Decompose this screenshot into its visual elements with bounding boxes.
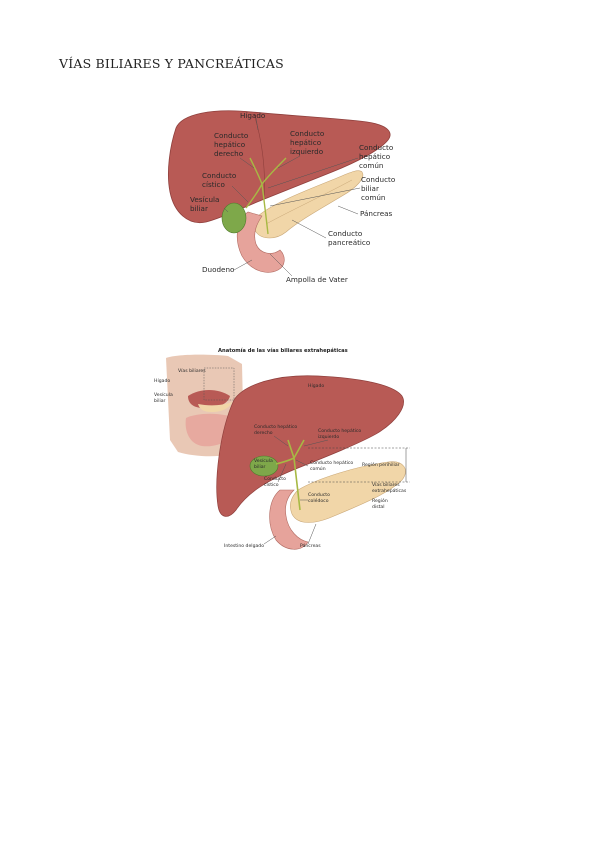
- label-cystic-duct-2: cístico: [264, 481, 279, 488]
- duodenum-shape: [236, 211, 285, 273]
- label-extrahepatic-ducts-2: extrahepáticas: [372, 487, 407, 494]
- label-distal-region-1: Región: [372, 497, 388, 504]
- label-left-hepatic-duct-2: hepático: [290, 138, 321, 147]
- label-common-hepatic-duct-3: común: [359, 161, 383, 170]
- inset-label-liver: Hígado: [154, 377, 170, 384]
- label-common-bile-duct-2: colédoco: [308, 497, 329, 504]
- label-left-hepatic-duct-3: izquierdo: [290, 147, 323, 156]
- label-common-hepatic-duct-1: Conducto: [359, 143, 393, 152]
- figure-extrahepatic-bile-ducts-illustration: Anatomía de las vías biliares extrahepát…: [154, 347, 410, 550]
- label-distal-region-2: distal: [372, 504, 384, 510]
- pancreas-shape: [252, 170, 364, 239]
- label-common-hepatic-duct-1: Conducto hepático: [310, 459, 353, 466]
- intestine-shape: [269, 489, 309, 550]
- gallbladder-shape: [221, 202, 247, 234]
- label-common-bile-duct-2: biliar: [361, 184, 379, 193]
- label-liver: Hígado: [308, 382, 324, 389]
- inset-label-bile-ducts: Vías biliares: [178, 367, 206, 374]
- figure-liver-biliary: Hígado Conducto hepático derecho Conduct…: [162, 100, 408, 290]
- label-small-intestine: Intestino delgado: [224, 543, 264, 549]
- label-common-hepatic-duct-2: común: [310, 465, 326, 472]
- label-gallbladder-2: biliar: [190, 204, 208, 213]
- label-right-hepatic-duct-1: Conducto hepático: [254, 423, 297, 430]
- liver-shape: [216, 375, 404, 517]
- label-pancreas: Páncreas: [360, 209, 393, 218]
- figure2-title: Anatomía de las vías biliares extrahepát…: [218, 347, 348, 354]
- inset-label-gallbladder-2: biliar: [154, 398, 166, 404]
- label-cystic-duct-1: Conducto: [202, 171, 236, 180]
- pancreas-shape: [290, 461, 406, 523]
- figure-liver-biliary-illustration: Hígado Conducto hepático derecho Conduct…: [168, 110, 395, 284]
- figure-extrahepatic-bile-ducts: Anatomía de las vías biliares extrahepát…: [148, 340, 418, 562]
- label-left-hepatic-duct-2: izquierdo: [318, 434, 339, 440]
- label-perihilar-region: Región perihiliar: [362, 461, 400, 468]
- label-duodenum: Duodeno: [202, 265, 234, 274]
- label-cystic-duct-1: Conducto: [264, 476, 286, 482]
- label-left-hepatic-duct-1: Conducto hepático: [318, 427, 361, 434]
- liver-shape: [168, 110, 391, 224]
- label-gallbladder-1: Vesícula: [254, 457, 273, 464]
- page-title: VÍAS BILIARES Y PANCREÁTICAS: [59, 56, 284, 71]
- label-cystic-duct-2: cístico: [202, 180, 225, 189]
- label-pancreatic-duct-2: pancreático: [328, 238, 370, 247]
- label-right-hepatic-duct-1: Conducto: [214, 131, 248, 140]
- label-pancreatic-duct-1: Conducto: [328, 229, 362, 238]
- label-common-bile-duct-3: común: [361, 193, 385, 202]
- label-left-hepatic-duct-1: Conducto: [290, 129, 324, 138]
- label-liver: Hígado: [240, 111, 265, 120]
- gallbladder-shape: [249, 455, 279, 477]
- label-common-hepatic-duct-2: hepático: [359, 152, 390, 161]
- label-gallbladder-2: biliar: [254, 464, 266, 470]
- label-right-hepatic-duct-2: derecho: [254, 430, 273, 436]
- label-right-hepatic-duct-3: derecho: [214, 149, 243, 158]
- label-right-hepatic-duct-2: hepático: [214, 140, 245, 149]
- label-ampulla: Ampolla de Vater: [286, 275, 348, 284]
- label-common-bile-duct-1: Conducto: [361, 175, 395, 184]
- label-gallbladder-1: Vesícula: [190, 195, 219, 204]
- inset-label-gallbladder-1: Vesícula: [154, 391, 173, 398]
- label-pancreas: Páncreas: [300, 542, 321, 549]
- label-common-bile-duct-1: Conducto: [308, 492, 330, 498]
- label-extrahepatic-ducts-1: Vías biliares: [372, 481, 400, 488]
